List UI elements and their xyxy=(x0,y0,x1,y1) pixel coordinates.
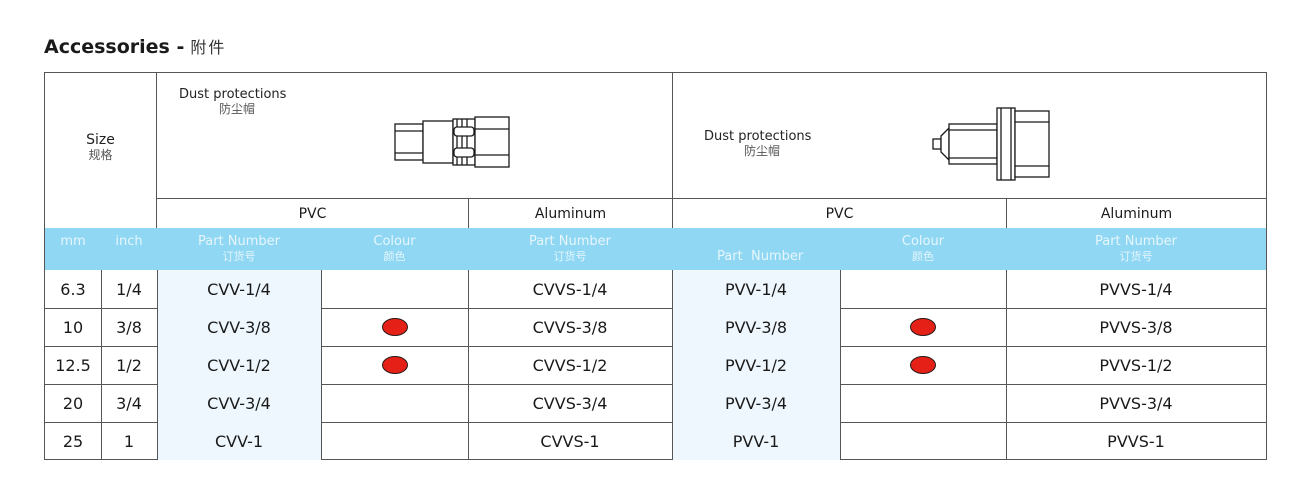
shaded-cell xyxy=(672,422,840,460)
table-cell-pvvs: PVVS-1 xyxy=(1107,431,1165,451)
table-cell-pvvs: PVVS-1/2 xyxy=(1099,355,1173,375)
left-group-label-zh: 防尘帽 xyxy=(219,102,256,116)
column-divider xyxy=(101,270,102,460)
column-divider xyxy=(1006,270,1007,460)
col-part-number-4-label: Part Number xyxy=(1094,234,1178,249)
table-cell-cvvs: CVVS-3/4 xyxy=(532,393,608,413)
accessories-table xyxy=(44,72,1267,460)
red-colour-swatch xyxy=(381,356,408,374)
col-colour-1-zh: 颜色 xyxy=(383,250,406,263)
table-cell-pvv: PVV-1/2 xyxy=(724,355,788,375)
red-colour-swatch xyxy=(381,318,408,336)
title-en: Accessories - xyxy=(44,36,185,58)
col-colour-2: Colour 颜色 xyxy=(840,234,1006,264)
shaded-cell xyxy=(672,384,840,422)
female-coupler-dust-cap-icon xyxy=(394,116,510,168)
col-part-number-3-label: Part Number xyxy=(717,249,804,264)
col-inch: inch xyxy=(115,234,143,249)
row-divider xyxy=(45,308,1266,309)
right-group-label: Dust protections xyxy=(704,129,812,144)
red-colour-swatch xyxy=(910,356,936,374)
table-cell-cvvs: CVVS-1 xyxy=(540,431,600,451)
left-group-label: Dust protections xyxy=(179,87,287,102)
col-colour-2-label: Colour xyxy=(901,234,945,249)
col-colour-1-label: Colour xyxy=(373,234,416,249)
table-cell-mm: 12.5 xyxy=(55,355,91,375)
col-part-number-2-label: Part Number xyxy=(528,234,612,249)
column-divider xyxy=(840,270,841,460)
table-cell-cvv: CVV-1 xyxy=(214,431,264,451)
shaded-cell xyxy=(672,346,840,384)
column-header-band xyxy=(45,228,1266,270)
column-divider xyxy=(672,270,673,460)
table-cell-inch: 3/8 xyxy=(116,317,142,337)
table-cell-mm: 10 xyxy=(62,317,84,337)
col-colour-2-zh: 颜色 xyxy=(912,250,934,263)
col-mm: mm xyxy=(60,234,86,249)
table-cell-mm: 20 xyxy=(62,393,84,413)
material-pvc-right: PVC xyxy=(825,205,854,222)
table-cell-cvvs: CVVS-1/4 xyxy=(532,279,608,299)
shaded-cell xyxy=(157,346,321,384)
shaded-cell xyxy=(157,422,321,460)
table-cell-pvv: PVV-1/4 xyxy=(724,279,788,299)
column-divider xyxy=(321,270,322,460)
table-cell-inch: 1/2 xyxy=(116,355,142,375)
band-top xyxy=(45,228,1266,229)
row-divider xyxy=(45,384,1266,385)
table-cell-pvvs: PVVS-3/8 xyxy=(1099,317,1173,337)
right-group-header: Dust protections 防尘帽 xyxy=(704,129,811,159)
table-cell-pvv: PVV-3/4 xyxy=(724,393,788,413)
table-cell-inch: 3/4 xyxy=(116,393,142,413)
material-pvc-left: PVC xyxy=(298,205,327,222)
red-colour-swatch xyxy=(910,318,936,336)
title-zh: 附件 xyxy=(190,38,227,57)
table-cell-mm: 6.3 xyxy=(60,279,86,299)
column-divider xyxy=(157,270,158,460)
right-group-label-zh: 防尘帽 xyxy=(744,144,781,158)
row-divider xyxy=(45,422,1266,423)
column-divider xyxy=(468,270,469,460)
col-part-number-2: Part Number 订货号 xyxy=(468,234,672,264)
male-coupler-dust-plug-icon xyxy=(932,107,1050,181)
shaded-cell xyxy=(672,308,840,346)
table-cell-pvv: PVV-3/8 xyxy=(724,317,788,337)
page-title: Accessories - 附件 xyxy=(44,34,226,61)
col-part-number-1: Part Number 订货号 xyxy=(157,234,321,264)
table-cell-cvvs: CVVS-3/8 xyxy=(532,317,608,337)
table-cell-cvv: CVV-3/8 xyxy=(207,317,271,337)
table-cell-cvv: CVV-3/4 xyxy=(207,393,271,413)
table-cell-inch: 1 xyxy=(123,431,135,451)
shaded-cell xyxy=(157,308,321,346)
left-group-header: Dust protections 防尘帽 xyxy=(179,87,286,117)
size-label-zh: 规格 xyxy=(88,148,113,162)
table-cell-inch: 1/4 xyxy=(116,279,142,299)
col-part-number-2-zh: 订货号 xyxy=(553,250,587,263)
col-part-number-1-zh: 订货号 xyxy=(222,250,256,263)
table-cell-cvv: CVV-1/4 xyxy=(207,279,271,299)
shaded-cell xyxy=(157,384,321,422)
material-aluminum-right: Aluminum xyxy=(1100,205,1173,222)
shaded-cell xyxy=(157,270,321,308)
col-part-number-4-zh: 订货号 xyxy=(1119,250,1153,263)
table-cell-cvvs: CVVS-1/2 xyxy=(532,355,608,375)
size-header: Size 规格 xyxy=(45,133,156,163)
table-cell-mm: 25 xyxy=(62,431,84,451)
row-divider xyxy=(45,346,1266,347)
col-part-number-4: Part Number 订货号 xyxy=(1006,234,1266,264)
table-cell-pvvs: PVVS-3/4 xyxy=(1099,393,1173,413)
col-part-number-1-label: Part Number xyxy=(197,234,281,249)
table-cell-cvv: CVV-1/2 xyxy=(207,355,271,375)
material-aluminum-left: Aluminum xyxy=(534,205,607,222)
table-cell-pvv: PVV-1 xyxy=(732,431,780,451)
size-label: Size xyxy=(86,132,115,148)
shaded-cell xyxy=(672,270,840,308)
col-colour-1: Colour 颜色 xyxy=(321,234,468,264)
table-cell-pvvs: PVVS-1/4 xyxy=(1099,279,1173,299)
